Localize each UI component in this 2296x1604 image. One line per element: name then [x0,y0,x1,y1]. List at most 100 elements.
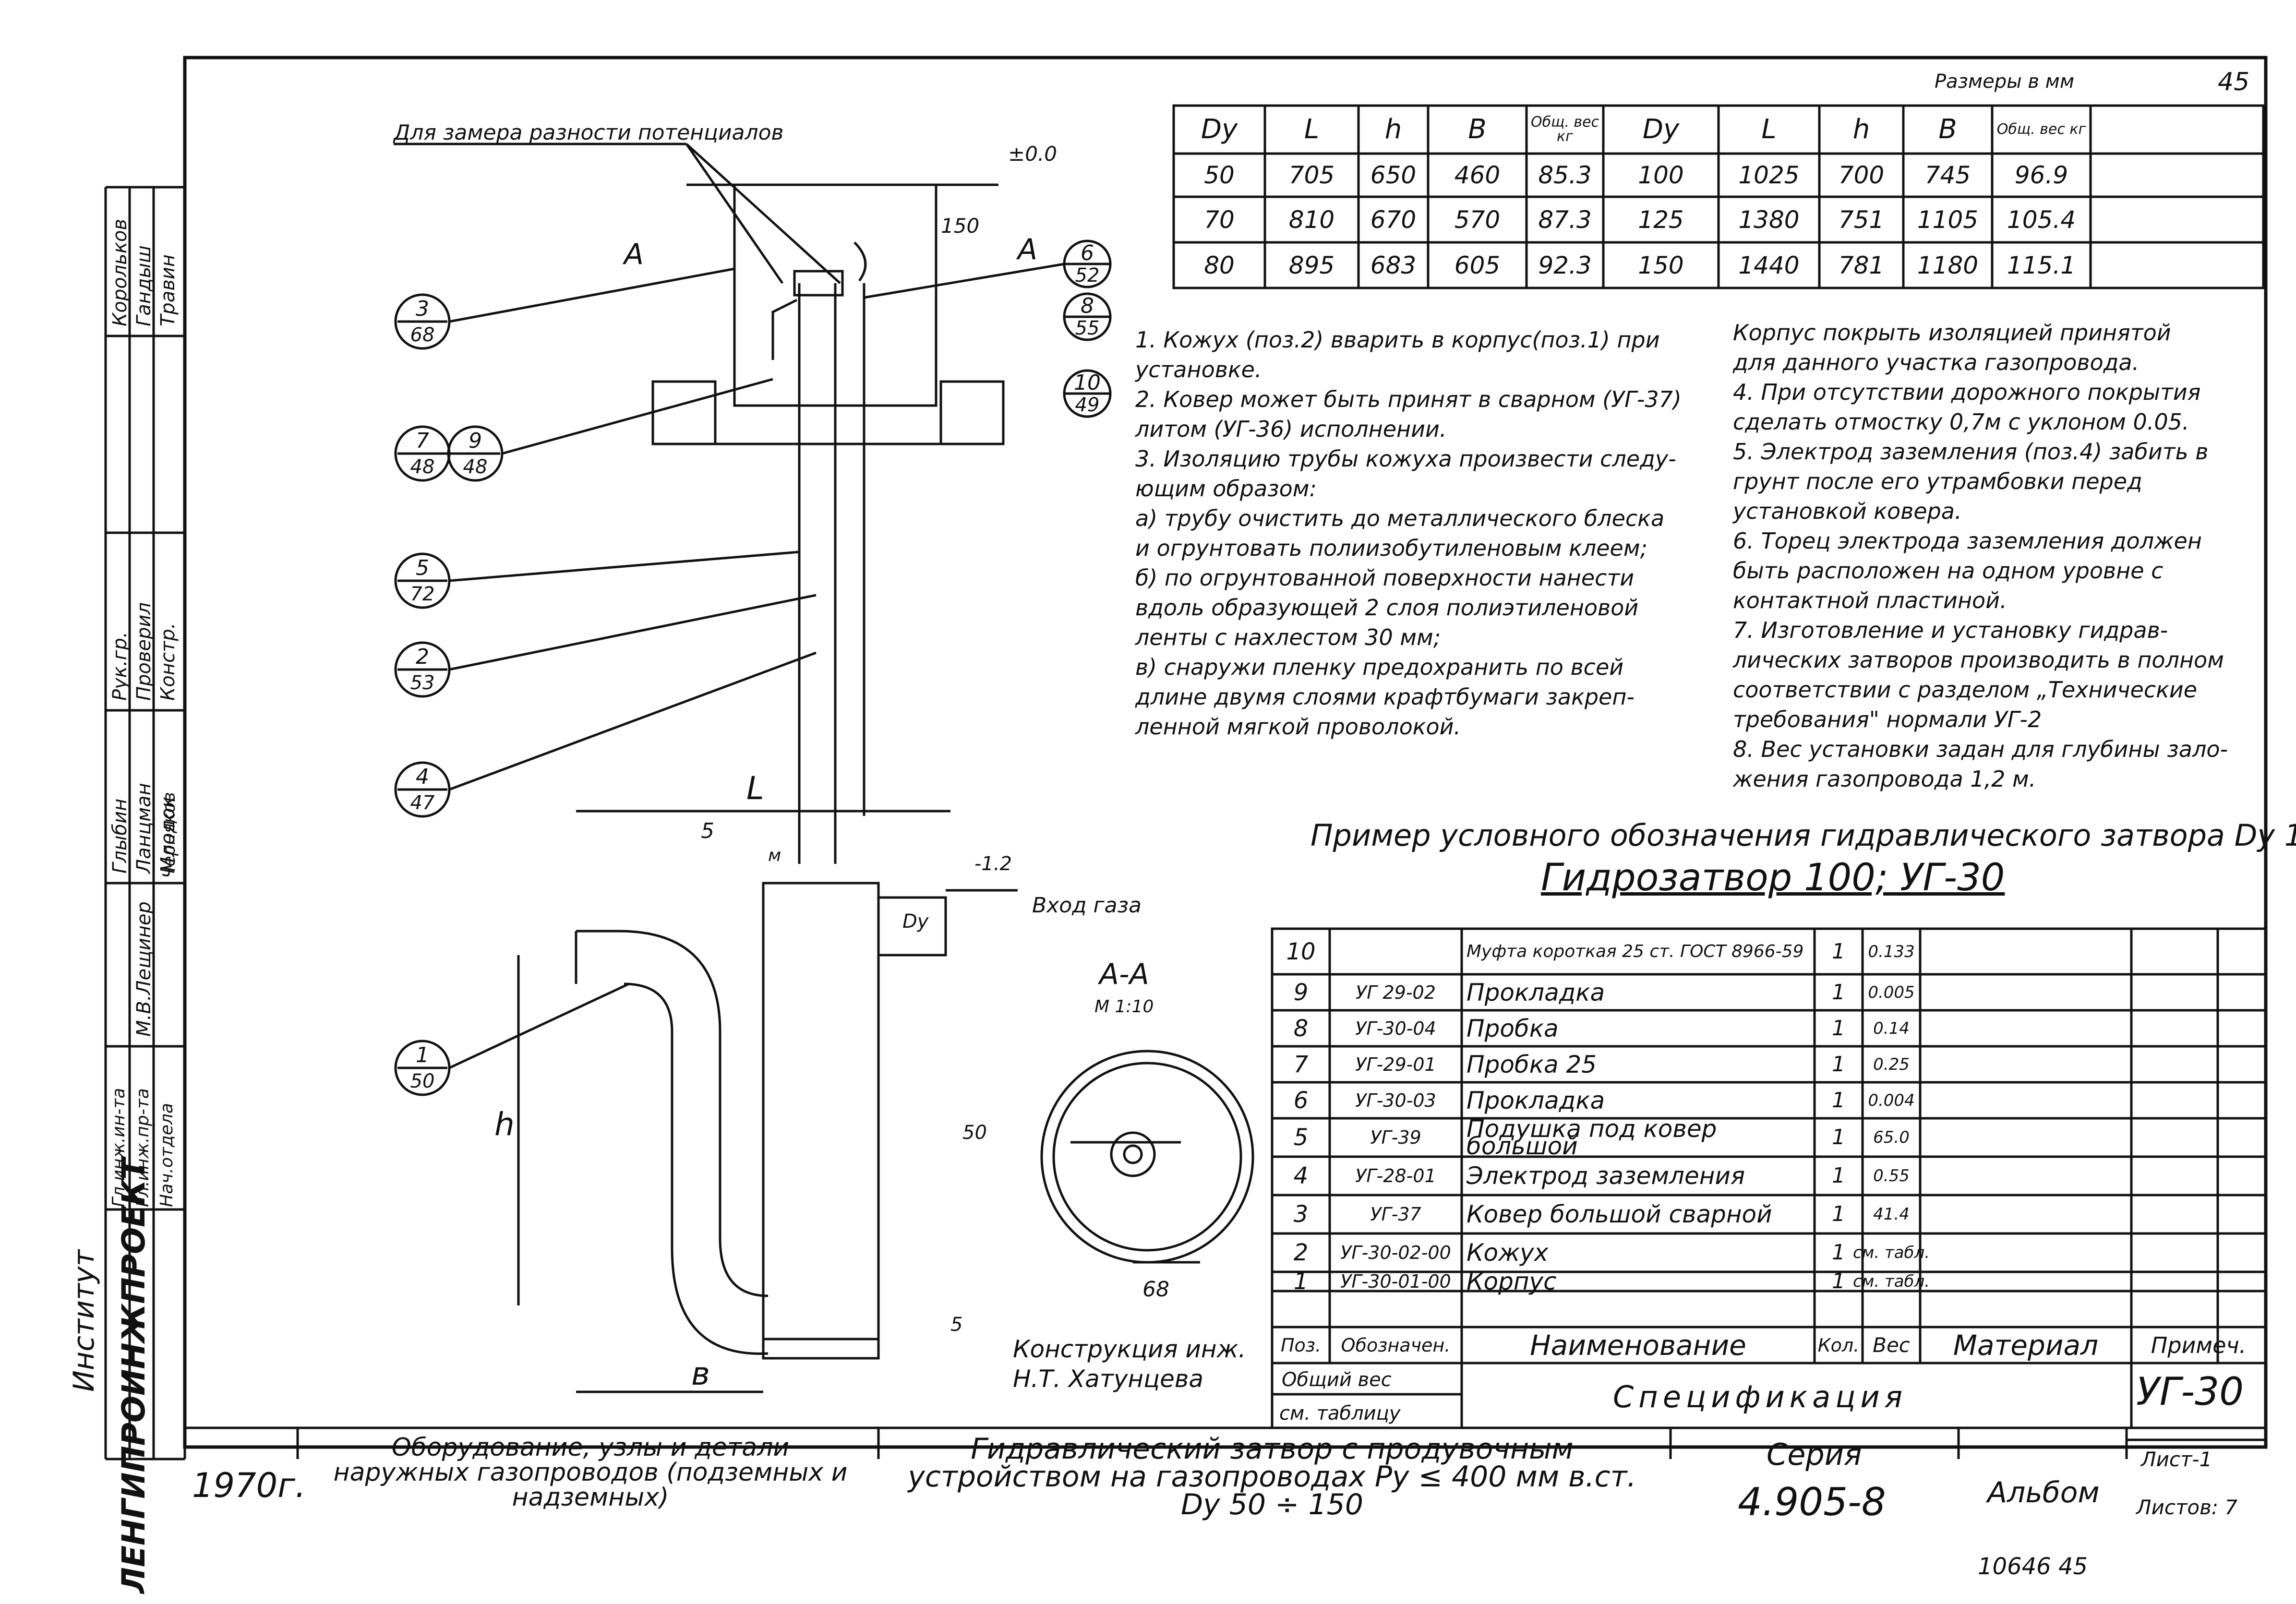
spec-qty: 1 [1832,939,1845,964]
section-a-left: A [624,238,644,271]
sidebar-role: Гл.инж.ин-та [109,1088,129,1207]
callout-bottom: 48 [463,456,488,478]
weld-m-label: м [768,846,781,865]
note-line: 6. Торец электрода заземления должен [1733,528,2202,554]
note-line: соответствии с разделом „Технические [1733,677,2198,703]
sidebar-role: Нач.отдела [157,1103,177,1207]
dim-table-cell: 1380 [1738,205,1800,234]
spec-code: УГ-30-01-00 [1340,1271,1451,1292]
note-line: для данного участка газопровода. [1733,349,2140,375]
spec-code: УГ-30-04 [1355,1017,1436,1039]
designer-label: Конструкция инж. Н.Т. Хатунцева [1013,1335,1246,1393]
dim-table-cell: 1025 [1738,161,1800,189]
spec-pos: 7 [1293,1051,1309,1078]
spec-name: Прокладка [1467,978,1605,1006]
dim-50-label: 50 [962,1122,987,1144]
spec-qty: 1 [1832,1240,1845,1265]
dim-table-header: h [1384,114,1402,145]
spec-name: Пробка [1467,1014,1559,1042]
dim-table-cell: 115.1 [2007,251,2076,279]
note-line: быть расположен на одном уровне с [1733,558,2164,584]
spec-code: УГ-30 [2136,1369,2244,1414]
dim-minus-label: -1.2 [974,853,1012,875]
sidebar-text: Гандыш [133,245,155,326]
spec-qty: 1 [1832,1202,1845,1226]
note-line: 1. Кожух (поз.2) вварить в корпус(поз.1)… [1135,327,1660,353]
dim-table-cell: 460 [1454,161,1501,189]
institute-name: ЛЕНГИПРОИНЖПРОЕКТ [115,1158,152,1593]
spec-weight: 41.4 [1873,1205,1910,1224]
note-line: грунт после его утрамбовки перед [1733,468,2142,494]
dim-b-label: в [691,1355,710,1392]
spec-name: Ковер большой сварной [1467,1200,1772,1228]
dim-table-header: Dy [1642,114,1680,145]
spec-title: Спецификация [1613,1379,1908,1414]
spec-code: УГ-30-02-00 [1340,1242,1451,1263]
example-title: Пример условного обозначения гидравличес… [1310,818,2296,853]
spec-code: УГ-28-01 [1355,1165,1436,1186]
dim-150-label: 150 [941,214,980,238]
spec-pos: 10 [1286,938,1316,965]
dim-table-header: Общ. вес кг [1996,121,2086,138]
spec-pos: 8 [1293,1015,1309,1042]
institute-label: Институт [67,1249,101,1392]
section-scale: М 1:10 [1094,997,1154,1017]
dim-table-header: L [1761,114,1777,145]
dim-table-cell: 80 [1204,251,1235,279]
drawing-title: Гидравлический затвор с продувочным устр… [908,1432,1636,1521]
callout-bottom: 72 [410,583,435,605]
note-line: длине двумя слоями крафтбумаги закреп- [1135,684,1635,710]
callout-bottom: 52 [1075,264,1100,287]
spec-pos: 2 [1293,1239,1309,1266]
sidebar-text: Констр. [157,622,179,701]
spec-pos: 5 [1293,1124,1309,1151]
note-line: лических затворов производить в полном [1733,647,2224,673]
dim-table-cell: 605 [1454,251,1501,279]
spec-code: УГ-29-01 [1355,1053,1436,1075]
potential-label: Для замера разности потенциалов [394,120,784,145]
dim-table-cell: 650 [1370,161,1417,189]
spec-weight: см. табл. [1852,1243,1930,1262]
spec-code [1330,929,1462,974]
spec-header-qty: Кол. [1817,1334,1860,1356]
dim-table-cell: 781 [1838,251,1885,279]
callout-top: 6 [1081,241,1094,265]
callout-top: 1 [416,1043,429,1067]
spec-weight: 65.0 [1873,1128,1910,1147]
note-line: и огрунтовать полиизобутиленовым клеем; [1135,535,1648,561]
note-line: установкой ковера. [1733,498,1962,524]
dim-table-cell: 895 [1288,251,1335,279]
callout-bottom: 49 [1075,394,1100,416]
sidebar-text: Проверил [133,602,155,701]
dim-table-header: B [1938,114,1957,145]
album-label: Альбом [1987,1476,2100,1509]
callout-bottom: 55 [1075,317,1100,339]
dim-L-label: L [746,770,764,807]
dim-table-cell: 683 [1370,251,1417,279]
series-label: Серия [1767,1437,1862,1472]
spec-name: Электрод заземления [1467,1162,1745,1190]
spec-qty: 1 [1832,1016,1845,1041]
callout-top: 8 [1081,294,1094,318]
spec-name: Прокладка [1467,1086,1605,1114]
dim-table-cell: 125 [1638,205,1684,234]
dim-table-cell: 751 [1838,205,1885,234]
note-line: 4. При отсутствии дорожного покрытия [1733,379,2201,405]
spec-name: Корпус [1467,1268,1557,1295]
note-line: требования" нормали УГ-2 [1733,706,2042,732]
spec-name: Пробка 25 [1467,1050,1597,1078]
sidebar-text: Травин [157,254,179,326]
callout-top: 10 [1074,371,1101,395]
dim-table-header: B [1468,114,1487,145]
dim-table-cell: 50 [1204,161,1235,189]
year: 1970г. [192,1466,306,1505]
callout-top: 3 [416,297,429,321]
dim-table-cell: 810 [1288,205,1335,234]
spec-qty: 1 [1832,1125,1845,1149]
spec-pos: 6 [1293,1087,1309,1114]
dim-table-cell: 745 [1924,161,1971,189]
dim-table-cell: 670 [1370,205,1417,234]
dim-table-header: h [1852,114,1870,145]
note-line: 8. Вес установки задан для глубины зало- [1733,736,2228,762]
section-a-right: A [1018,233,1038,266]
